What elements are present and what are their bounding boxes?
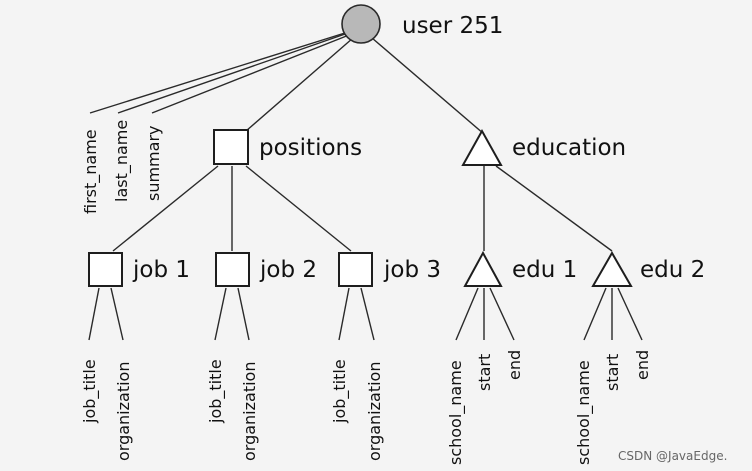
root-attributes: first_name last_name summary: [81, 120, 163, 214]
job-3-field-organization: organization: [365, 362, 384, 461]
edge-edu1-end: [489, 287, 515, 341]
job-1-field-organization: organization: [114, 362, 133, 461]
education-label: education: [512, 135, 626, 161]
edge-root-summary: [151, 34, 350, 114]
edu-2-label: edu 2: [640, 257, 705, 283]
edge-job2-organization: [237, 287, 250, 341]
edge-root-last-name: [117, 32, 349, 114]
job-3-square: [338, 252, 373, 287]
edge-root-first-name: [89, 31, 349, 114]
edge-job3-job-title: [338, 287, 350, 341]
positions-label: positions: [259, 135, 362, 161]
edge-root-education: [371, 37, 485, 135]
edge-job1-organization: [110, 287, 124, 341]
root-label: user 251: [402, 13, 503, 39]
edu-1-field-end: end: [505, 350, 524, 380]
edu-leaves: school_name start end school_name start …: [446, 350, 652, 465]
job-3-node: job 3: [338, 252, 441, 287]
watermark-text: CSDN @JavaEdge.: [618, 449, 727, 463]
edge-edu2-end: [617, 287, 643, 341]
edge-positions-job1: [112, 165, 219, 252]
job-2-square: [215, 252, 250, 287]
job-1-label: job 1: [132, 257, 190, 283]
job-3-label: job 3: [383, 257, 441, 283]
edu-2-field-end: end: [633, 350, 652, 380]
edge-job2-job-title: [214, 287, 227, 341]
edu-2-field-school-name: school_name: [574, 360, 594, 465]
education-node: education: [461, 128, 626, 166]
attr-first-name: first_name: [81, 129, 101, 214]
education-triangle: [461, 128, 503, 166]
edu-2-field-start: start: [603, 354, 622, 391]
positions-node: positions: [213, 129, 362, 165]
edge-positions-job3: [245, 165, 352, 252]
edge-job1-job-title: [88, 287, 100, 341]
job-2-field-organization: organization: [240, 362, 259, 461]
edge-root-positions: [245, 37, 354, 132]
edge-job3-organization: [360, 287, 375, 341]
edges: [88, 31, 643, 341]
edu-1-triangle: [463, 250, 503, 287]
job-2-label: job 2: [259, 257, 317, 283]
attr-summary: summary: [144, 126, 163, 202]
job-leaves: job_title organization job_title organiz…: [80, 359, 384, 461]
edu-1-node: edu 1: [463, 250, 577, 287]
job-1-field-job-title: job_title: [80, 359, 100, 424]
edu-2-triangle: [591, 250, 633, 287]
edu-1-field-start: start: [475, 354, 494, 391]
job-1-node: job 1: [88, 252, 190, 287]
job-1-square: [88, 252, 123, 287]
edge-edu2-school-name: [583, 287, 607, 341]
root-node: user 251: [341, 4, 503, 44]
root-circle: [341, 4, 381, 44]
edu-1-field-school-name: school_name: [446, 360, 466, 465]
edu-1-label: edu 1: [512, 257, 577, 283]
job-2-field-job-title: job_title: [206, 359, 226, 424]
edge-edu1-school-name: [455, 287, 479, 341]
edu-2-node: edu 2: [591, 250, 705, 287]
attr-last-name: last_name: [112, 120, 132, 202]
positions-square: [213, 129, 249, 165]
edge-education-edu2: [495, 165, 613, 252]
job-2-node: job 2: [215, 252, 317, 287]
job-3-field-job-title: job_title: [330, 359, 350, 424]
